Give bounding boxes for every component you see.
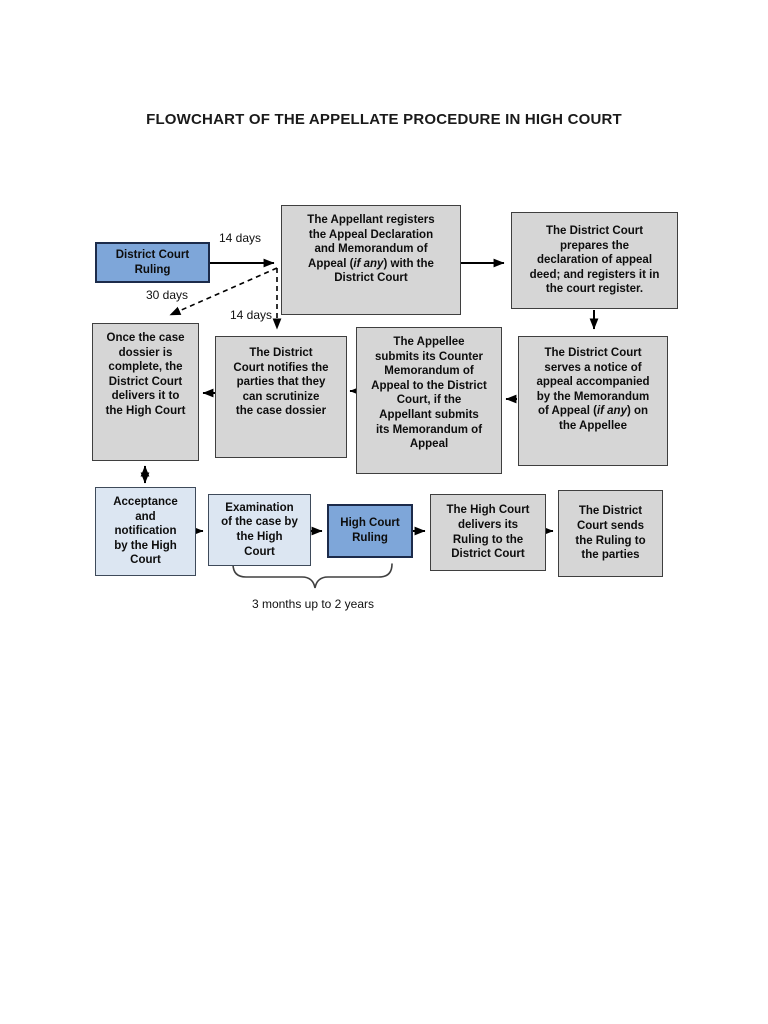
node-appellee-submits: The Appellee submits its Counter Memoran…: [356, 327, 502, 474]
node-district-court-sends: The District Court sends the Ruling to t…: [558, 490, 663, 577]
node-high-court-delivers: The High Court delivers its Ruling to th…: [430, 494, 546, 571]
label-30-days: 30 days: [146, 288, 188, 302]
node-district-court-prepares: The District Court prepares the declarat…: [511, 212, 678, 309]
node-acceptance-notification: Acceptance and notification by the High …: [95, 487, 196, 576]
node-examination: Examination of the case by the High Cour…: [208, 494, 311, 566]
label-14-days-top: 14 days: [219, 231, 261, 245]
node-once-dossier-complete: Once the case dossier is complete, the D…: [92, 323, 199, 461]
node-district-court-notifies: The District Court notifies the parties …: [215, 336, 347, 458]
duration-brace: [232, 563, 393, 589]
node-district-court-ruling: District Court Ruling: [95, 242, 210, 283]
label-duration-note: 3 months up to 2 years: [252, 597, 374, 611]
node-district-court-serves: The District Court serves a notice of ap…: [518, 336, 668, 466]
page-title: FLOWCHART OF THE APPELLATE PROCEDURE IN …: [146, 111, 622, 128]
node-appellant-registers: The Appellant registers the Appeal Decla…: [281, 205, 461, 315]
label-14-days-mid: 14 days: [230, 308, 272, 322]
node-high-court-ruling: High Court Ruling: [327, 504, 413, 558]
